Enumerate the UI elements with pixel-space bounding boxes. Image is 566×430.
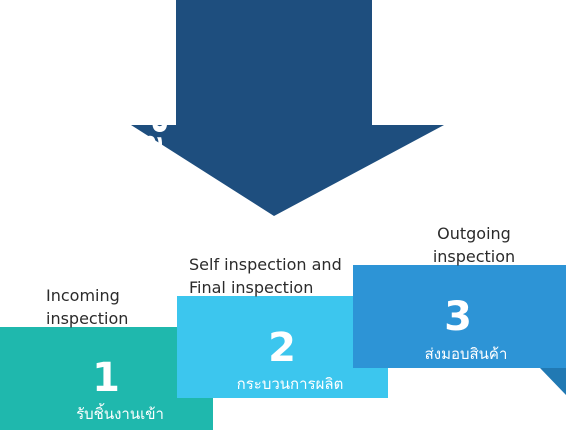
- step-3-label: Outgoing inspection: [432, 224, 516, 266]
- arrow-title: Patrol Inspection: [101, 69, 172, 267]
- step-3-thai: ส่งมอบสินค้า: [424, 345, 508, 363]
- step-2-label: Self inspection and Final inspection: [189, 255, 342, 297]
- step-1-label: Incoming inspection: [46, 286, 129, 328]
- step-1-number: 1: [92, 355, 120, 401]
- step-3-number: 3: [444, 294, 472, 340]
- step-1-thai: รับชิ้นงานเข้า: [76, 405, 164, 423]
- patrol-arrow: [131, 0, 444, 216]
- step-2-block: [177, 296, 388, 398]
- step-2-number: 2: [268, 325, 296, 371]
- step-3-block: [353, 265, 566, 395]
- step-2-thai: กระบวนการผลิต: [236, 375, 344, 393]
